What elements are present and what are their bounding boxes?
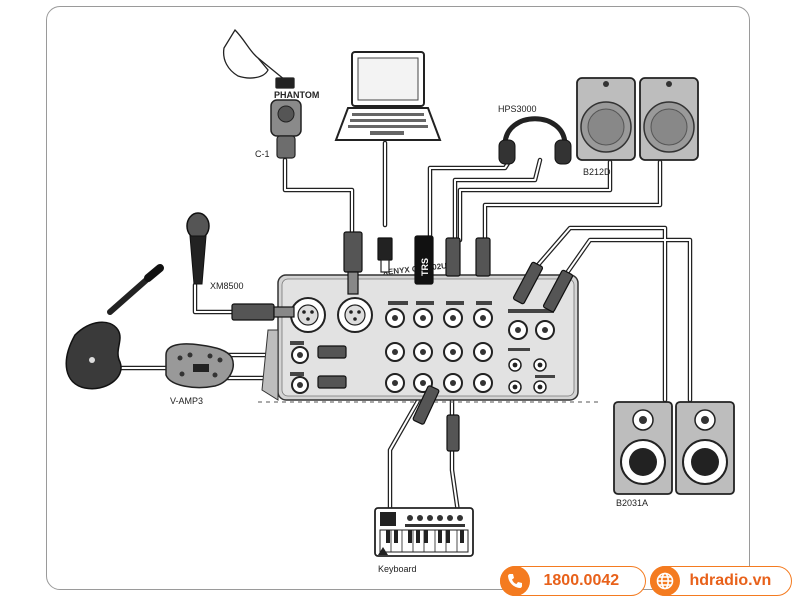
speaker-top-label: B212D [583,167,611,177]
phone-number: 1800.0042 [543,572,620,589]
trs-label: TRS [420,258,430,276]
cable-phones-2 [452,157,543,243]
globe-icon [649,566,680,596]
diagram-frame [46,6,750,590]
headphones-icon [498,116,572,165]
phone-contact-button[interactable]: 1800.0042 [499,566,646,596]
speaker-b212d-left-icon [576,77,636,161]
keyboard-icon [374,507,474,557]
speaker-b2031a-right-icon [675,401,735,495]
website-url: hdradio.vn [689,572,772,589]
c1-label: C-1 [255,149,270,159]
speaker-b2031a-left-icon [613,401,673,495]
mixer-jack-cores [297,315,548,388]
amp-label: V-AMP3 [170,396,203,406]
xlr-jack-2 [337,297,373,333]
cable-headphones [427,157,513,243]
hand-pressing-phantom [222,28,295,89]
v-amp3-icon [165,343,234,389]
website-link[interactable]: hdradio.vn [649,566,792,596]
guitar-icon [65,264,164,390]
c1-microphone-icon [270,99,302,159]
cable-c1-mic [282,157,355,243]
plugs [231,231,574,452]
phantom-label: PHANTOM [274,90,319,100]
xlr-jack-1 [290,297,326,333]
speaker-b212d-right-icon [639,77,699,161]
xm8500-microphone-icon [186,212,210,285]
speaker-bottom-label: B2031A [616,498,648,508]
headphones-label: HPS3000 [498,104,537,114]
xm8500-label: XM8500 [210,281,244,291]
keyboard-label: Keyboard [378,564,417,574]
phone-icon [499,566,530,596]
laptop-icon [334,51,442,141]
